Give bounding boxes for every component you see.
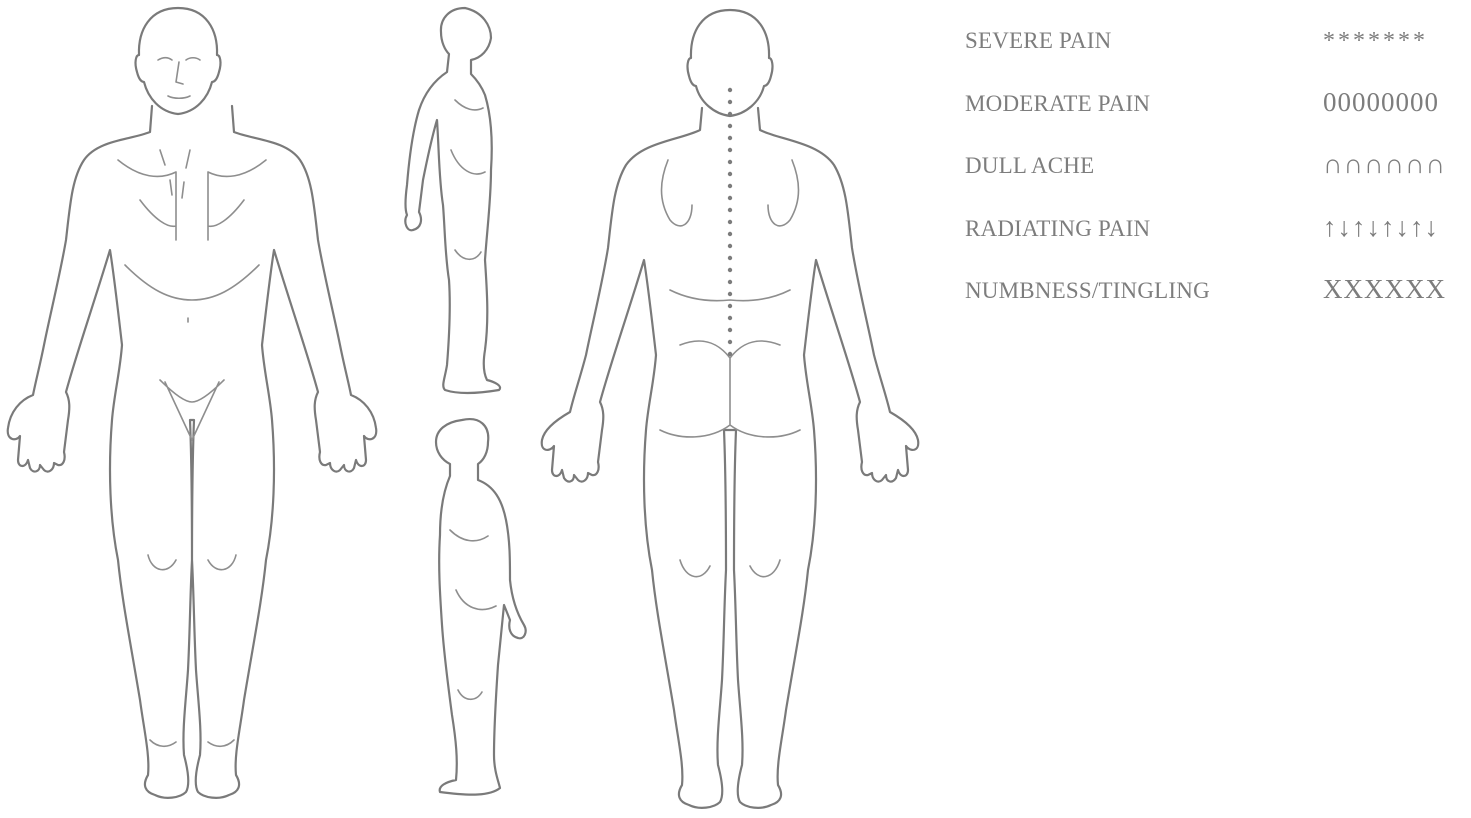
legend-symbol: 00000000 — [1323, 87, 1439, 118]
legend-row-numbness-tingling: NUMBNESS/TINGLING XXXXXX — [965, 272, 1465, 335]
legend-row-dull-ache: DULL ACHE ∩∩∩∩∩∩ — [965, 147, 1465, 210]
legend-row-moderate-pain: MODERATE PAIN 00000000 — [965, 85, 1465, 148]
legend-label: SEVERE PAIN — [965, 28, 1111, 54]
body-figure-side-lower — [410, 410, 540, 810]
legend-row-severe-pain: SEVERE PAIN ******* — [965, 22, 1465, 85]
body-figure-side-upper — [395, 0, 520, 405]
legend-label: RADIATING PAIN — [965, 216, 1150, 242]
legend-row-radiating-pain: RADIATING PAIN ↑↓↑↓↑↓↑↓ — [965, 210, 1465, 273]
legend-label: MODERATE PAIN — [965, 91, 1150, 117]
legend-symbol: ∩∩∩∩∩∩ — [1323, 149, 1446, 180]
legend-label: DULL ACHE — [965, 153, 1094, 179]
legend-label: NUMBNESS/TINGLING — [965, 278, 1210, 304]
pain-legend: SEVERE PAIN ******* MODERATE PAIN 000000… — [965, 22, 1465, 335]
legend-symbol: XXXXXX — [1323, 274, 1446, 305]
legend-symbol: ↑↓↑↓↑↓↑↓ — [1323, 212, 1439, 243]
body-figure-back — [530, 0, 930, 818]
spine-dots — [728, 88, 732, 356]
legend-symbol: ******* — [1323, 28, 1428, 55]
body-figure-front — [0, 0, 390, 818]
